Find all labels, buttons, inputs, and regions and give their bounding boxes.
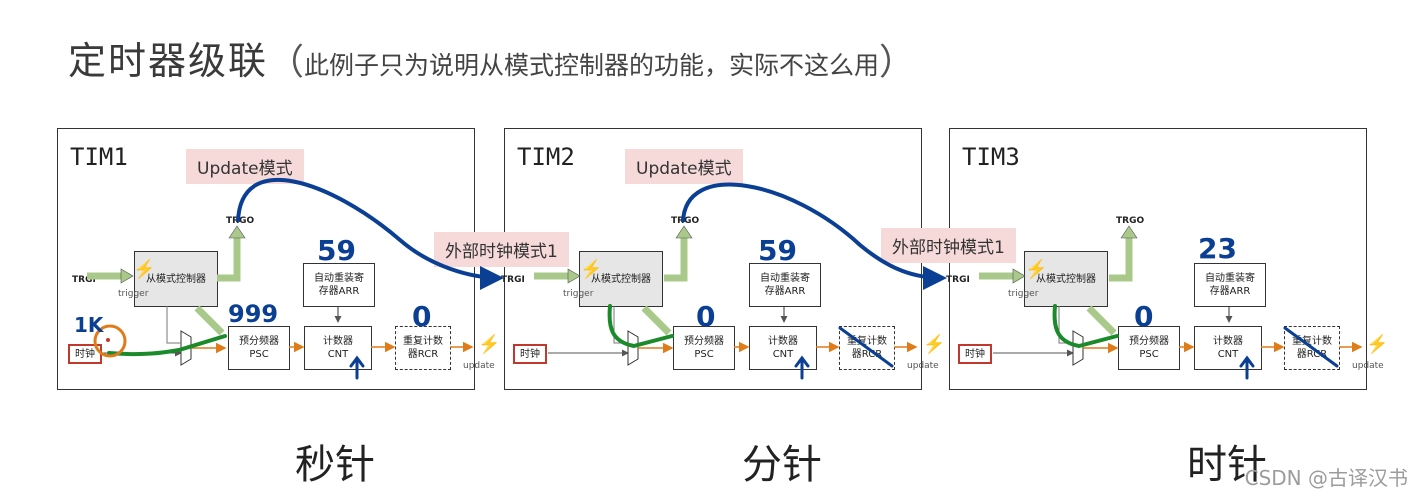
timer-name: TIM1 [70,143,128,171]
caption-seconds: 秒针 [295,442,375,488]
psc-text-2: PSC [694,349,714,360]
trgo-label: TRGO [1116,216,1145,226]
slave-mode-controller: 从模式控制器 [134,251,218,307]
slave-mode-controller: 从模式控制器 [1024,251,1108,307]
bolt-icon: ⚡ [133,259,156,280]
rcr-text-1: 重复计数 [1292,336,1332,347]
arr-text-2: 存器ARR [1209,286,1251,297]
update-label: update [1352,361,1384,371]
annot-clock-tim1: 1K [74,313,104,337]
arr-text-1: 自动重装寄 [1205,273,1255,284]
repetition-counter: 重复计数器RCR [395,326,451,370]
trgi-label: TRGI [72,275,96,285]
title-main: 定时器级联 [68,39,269,83]
cnt-text-1: 计数器 [1213,336,1243,347]
update-label: update [463,361,495,371]
page-title: 定时器级联（此例子只为说明从模式控制器的功能，实际不这么用） [68,30,915,85]
caption-minutes: 分针 [742,442,822,488]
counter-block: 计数器 CNT [749,326,817,370]
cnt-text-2: CNT [1217,349,1239,360]
annot-psc-tim3: 0 [1134,300,1154,333]
trigger-label: trigger [563,289,594,299]
annot-rcr-tim1: 0 [412,300,432,333]
arr-text-2: 存器ARR [318,286,360,297]
repetition-counter: 重复计数器RCR [839,326,895,370]
link-label-tim1-tim2: 外部时钟模式1 [434,232,569,267]
arr-register: 自动重装寄存器ARR [1194,263,1266,307]
arr-register: 自动重装寄存器ARR [303,263,375,307]
psc-text-1: 预分频器 [684,336,724,347]
arr-text-1: 自动重装寄 [314,273,364,284]
counter-block: 计数器 CNT [1194,326,1262,370]
title-paren-open: （ [268,42,305,83]
clock-source: 时钟 [68,344,102,364]
cnt-text-1: 计数器 [768,336,798,347]
rcr-text-2: 器RCR [851,349,883,360]
rcr-text-2: 器RCR [407,349,439,360]
prescaler-block: 预分频器 PSC [673,326,735,370]
timer-name: TIM2 [517,143,575,171]
slave-ctrl-text: 从模式控制器 [146,273,206,285]
bolt-icon: ⚡ [1025,259,1048,280]
timer-name: TIM3 [962,143,1020,171]
mode-label: Update模式 [186,149,304,184]
title-paren-close: ） [879,42,916,83]
prescaler-block: 预分频器 PSC [1118,326,1180,370]
repetition-counter: 重复计数器RCR [1284,326,1340,370]
clock-source: 时钟 [513,344,547,364]
clock-text: 时钟 [965,348,985,360]
slave-ctrl-text: 从模式控制器 [1036,273,1096,285]
cnt-text-2: CNT [772,349,794,360]
annot-psc-tim1: 999 [228,300,279,328]
clock-text: 时钟 [520,348,540,360]
mode-label: Update模式 [625,149,743,184]
trgi-label: TRGI [946,275,970,285]
annot-arr-tim3: 23 [1198,232,1237,265]
update-bolt-icon: ⚡ [478,334,501,355]
slave-ctrl-text: 从模式控制器 [591,273,651,285]
psc-text-1: 预分频器 [239,336,279,347]
update-label: update [907,361,939,371]
link-label-tim2-tim3: 外部时钟模式1 [881,228,1016,263]
update-bolt-icon: ⚡ [923,334,946,355]
arr-text-2: 存器ARR [764,286,806,297]
arr-text-1: 自动重装寄 [760,273,810,284]
trgi-label: TRGI [501,275,525,285]
trigger-label: trigger [1008,289,1039,299]
update-bolt-icon: ⚡ [1366,334,1389,355]
cnt-text-2: CNT [327,349,349,360]
psc-text-2: PSC [1139,349,1159,360]
annot-arr-tim2: 59 [758,234,797,267]
trgo-label: TRGO [671,216,700,226]
psc-text-1: 预分频器 [1129,336,1169,347]
rcr-text-2: 器RCR [1296,349,1328,360]
watermark: CSDN @古译汉书 [1244,466,1408,490]
prescaler-block: 预分频器 PSC [228,326,290,370]
rcr-text-1: 重复计数 [847,336,887,347]
counter-block: 计数器 CNT [304,326,372,370]
bolt-icon: ⚡ [580,259,603,280]
annot-arr-tim1: 59 [317,234,356,267]
cnt-text-1: 计数器 [323,336,353,347]
annot-psc-tim2: 0 [696,300,716,333]
trgo-label: TRGO [226,216,255,226]
timer-panel-tim1: TIM1 Update模式 TRGO TRGI 从模式控制器 trigger 自… [57,128,495,390]
rcr-text-1: 重复计数 [403,336,443,347]
clock-source: 时钟 [958,344,992,364]
clock-text: 时钟 [75,348,95,360]
title-note: 此例子只为说明从模式控制器的功能，实际不这么用 [304,51,880,80]
trigger-label: trigger [118,289,149,299]
psc-text-2: PSC [249,349,269,360]
arr-register: 自动重装寄存器ARR [749,263,821,307]
caption-hours: 时针 [1187,442,1267,488]
